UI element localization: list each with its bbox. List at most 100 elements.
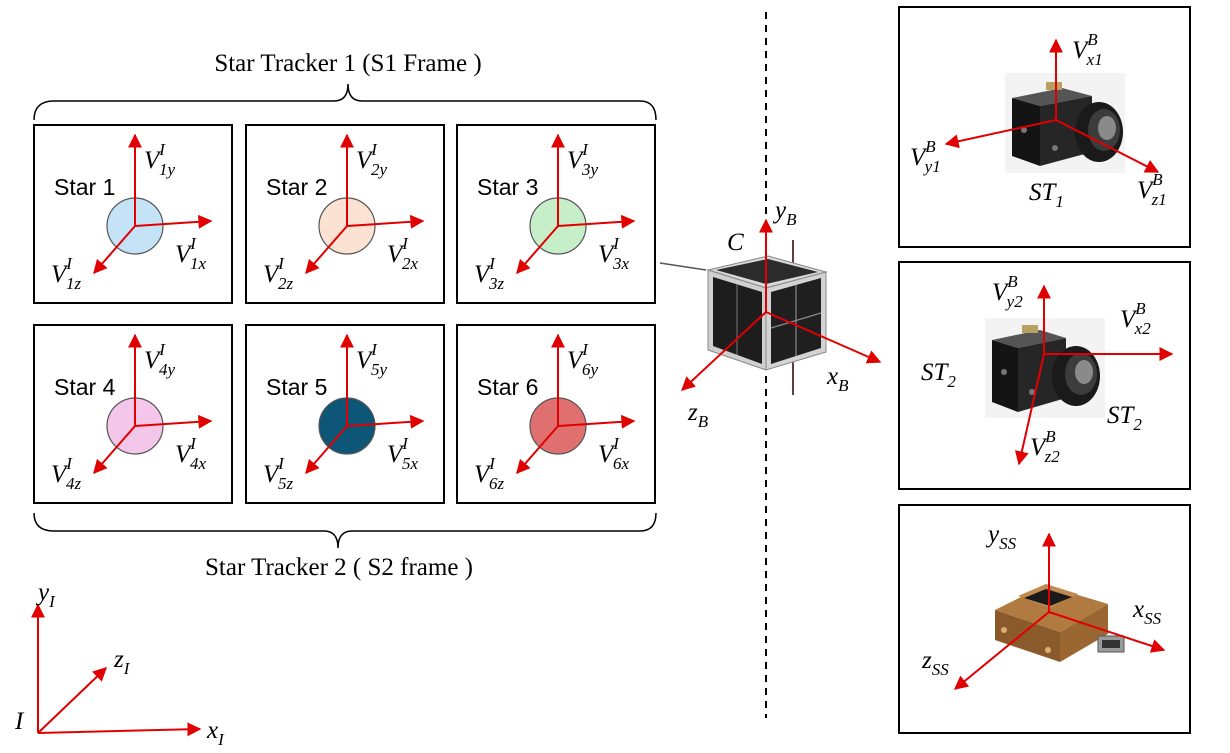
svg-text:zSS: zSS [921, 647, 949, 679]
star-tracker-1-camera-image [1005, 73, 1125, 173]
st2-vz-sup: B [1045, 427, 1056, 446]
star-1-vx-letter: V [175, 241, 193, 268]
star-3-vz-axis: z [496, 274, 504, 293]
star-1-vz-letter: V [51, 261, 69, 288]
star-2-vy-sup: I [370, 140, 378, 159]
st2-name-right: ST [1107, 402, 1136, 429]
star-2-vx-axis: x [409, 254, 418, 273]
star-4-vy-axis: y [165, 360, 175, 379]
st1-vy-sup: B [925, 137, 936, 156]
svg-text:xI: xI [206, 717, 225, 749]
star-2-vy-index: 2 [371, 160, 380, 179]
sun-sensor-box: ySS xSS zSS [898, 504, 1191, 734]
star-4-vy-sup: I [158, 340, 166, 359]
star-tracker-2-camera-image [985, 318, 1105, 418]
star-2-vy-letter: V [356, 147, 374, 174]
svg-text:zI: zI [113, 646, 131, 678]
inertial-origin-label: I [14, 708, 25, 735]
st1-name: ST [1029, 179, 1058, 206]
star-5-vy-index: 5 [371, 360, 380, 379]
star-6-vy-letter: V [567, 347, 585, 374]
star-4-vz-sup: I [65, 454, 73, 473]
star-6-vz-index: 6 [489, 474, 498, 493]
star-5-vz-sup: I [277, 454, 285, 473]
star-5-vy-axis: y [377, 360, 387, 379]
body-center-label: C [727, 229, 744, 256]
star-5-vx-letter: V [387, 441, 405, 468]
st1-vz-sub: z1 [1151, 190, 1167, 209]
svg-text:ySS: ySS [985, 521, 1017, 553]
body-z-sub: B [698, 412, 709, 431]
st2-vy-sub: y2 [1005, 292, 1024, 311]
star-2-label: Star 2 [266, 174, 327, 200]
st2-vy-sup: B [1007, 272, 1018, 291]
star-5-vz-axis: z [285, 474, 293, 493]
st2-name-right-sub: 2 [1133, 415, 1142, 434]
star-3-label: Star 3 [477, 174, 538, 200]
star-1-vx-index: 1 [190, 254, 199, 273]
st1-vx-sub: x1 [1086, 50, 1103, 69]
ss-z-label: z [921, 647, 932, 674]
star-3-vy-index: 3 [581, 160, 591, 179]
star-4-vz-axis: z [73, 474, 81, 493]
star-1-label: Star 1 [54, 174, 115, 200]
st2-vz-sub: z2 [1044, 447, 1061, 466]
inertial-z-sub: I [123, 659, 131, 678]
star-1-vy-index: 1 [159, 160, 168, 179]
body-y-sub: B [786, 210, 797, 229]
star-5-label: Star 5 [266, 374, 327, 400]
star-4-vz-letter: V [51, 461, 69, 488]
svg-text:yB: yB [772, 197, 797, 229]
star-4-vy-letter: V [144, 347, 162, 374]
body-y-label: y [772, 197, 787, 224]
star-3-vx-sup: I [612, 234, 620, 253]
star-1-vx-axis: x [197, 254, 206, 273]
body-frame: yB xB zB C [680, 197, 882, 431]
star-2-vz-letter: V [263, 261, 281, 288]
star-2-vy-axis: y [377, 160, 387, 179]
star-3-vz-letter: V [474, 261, 492, 288]
inertial-y-sub: I [48, 592, 56, 611]
bottom-brace [33, 512, 657, 549]
st1-vy-sub: y1 [923, 157, 941, 176]
star-2-vz-index: 2 [278, 274, 287, 293]
star-3-vy-axis: y [588, 160, 598, 179]
st1-vx-letter: V [1072, 37, 1090, 64]
star-5-vx-index: 5 [402, 454, 411, 473]
star-3-vx-index: 3 [612, 254, 622, 273]
star-4-vx-axis: x [197, 454, 206, 473]
star-5-vz-letter: V [263, 461, 281, 488]
svg-text:ST2: ST2 [1107, 402, 1142, 434]
star-4-vx-sup: I [189, 434, 197, 453]
star-6-label: Star 6 [477, 374, 538, 400]
star-4-vz-index: 4 [66, 474, 75, 493]
inertial-y-label: y [35, 579, 50, 606]
star-2-vx-letter: V [387, 241, 405, 268]
star-4-vx-letter: V [175, 441, 193, 468]
star-1-vx-sup: I [189, 234, 197, 253]
star-5-vx-sup: I [401, 434, 409, 453]
star-5-vx-axis: x [409, 454, 418, 473]
body-z-label: z [687, 399, 698, 426]
